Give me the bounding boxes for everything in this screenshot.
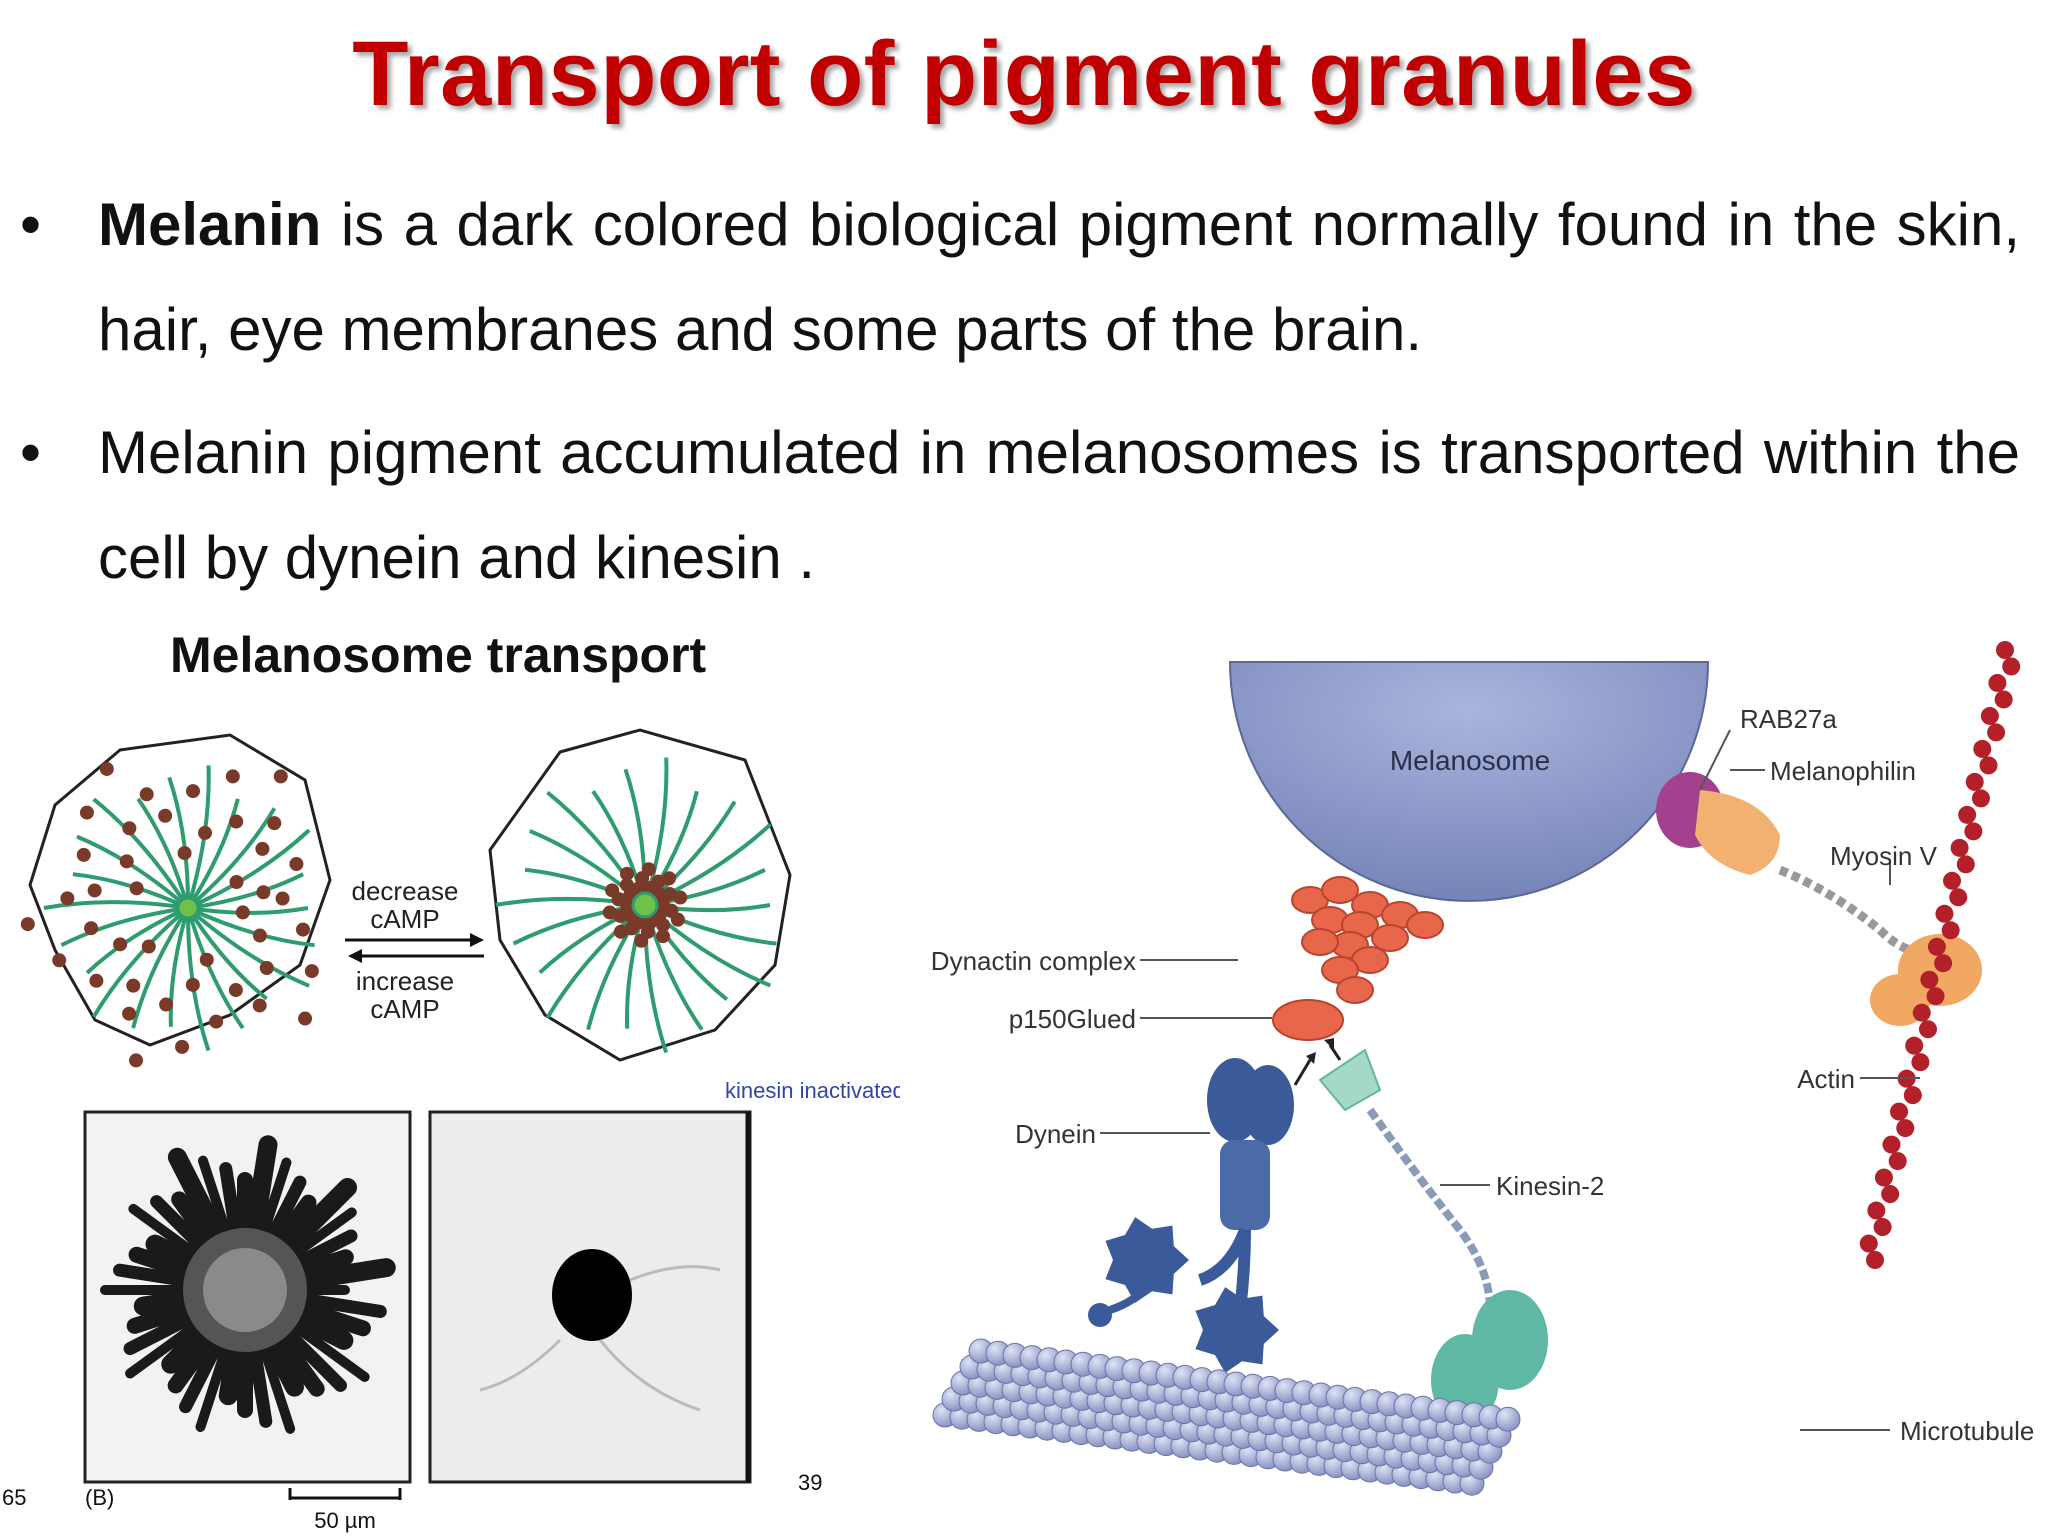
kinesin-motor [1318,1048,1548,1426]
dynactin-complex [1291,876,1444,1004]
bullet-melanin-transport: • Melanin pigment accumulated in melanos… [20,400,2020,610]
myosin-v-label: Myosin V [1830,841,1938,871]
melanosome-label: Melanosome [1390,745,1550,776]
kinesin-inactivated-label: kinesin inactivated [725,1078,900,1103]
micrograph-aggregated [428,1110,752,1484]
micrograph-dispersed [83,1110,412,1484]
melanosome-transport-figure: Melanosome transport decrease cAMP incre… [2,627,900,1533]
microtubule-label: Microtubule [1900,1416,2034,1446]
melanophilin-shape [1695,790,1780,875]
bullet-body: is a dark colored biological pigment nor… [98,191,2020,363]
camp-label: cAMP [370,994,439,1024]
bullet-text: Melanin is a dark colored biological pig… [98,172,2020,382]
bullet-text: Melanin pigment accumulated in melanosom… [98,400,2020,610]
actin-label: Actin [1797,1064,1855,1094]
melanosome-body [1228,661,1710,902]
slide-title: Transport of pigment granules [352,23,1696,125]
kinesin-2-label: Kinesin-2 [1496,1171,1604,1201]
dynein-motor [1088,1058,1294,1431]
bullet-marker: • [20,191,42,258]
microtubule [932,1338,1521,1496]
dynactin-label: Dynactin complex [931,946,1136,976]
increase-label: increase [356,966,454,996]
rab27a-label: RAB27a [1740,704,1837,734]
scale-bar-label: 50 µm [314,1508,376,1533]
decrease-label: decrease [352,876,459,906]
bullet-melanin-definition: • Melanin is a dark colored biological p… [20,172,2020,382]
bullet-bold-term: Melanin [98,191,322,258]
dispersed-cell [20,733,332,1068]
aggregated-cell [488,728,792,1062]
dynein-label: Dynein [1015,1119,1096,1149]
camp-arrows [345,933,484,963]
figure-title: Melanosome transport [170,627,707,683]
motor-protein-diagram: Melanosome [931,641,2034,1496]
panel-label: (B) [85,1485,114,1510]
camp-label: cAMP [370,904,439,934]
melanophilin-label: Melanophilin [1770,756,1916,786]
bullet-marker: • [20,419,42,486]
p150glued-shape [1272,999,1344,1041]
page-number-right: 39 [798,1470,822,1495]
page-number-left: 65 [2,1485,26,1510]
actin-filament [1859,641,2021,1269]
bullet-body: Melanin pigment accumulated in melanosom… [98,419,2020,591]
p150glued-label: p150Glued [1009,1004,1136,1034]
